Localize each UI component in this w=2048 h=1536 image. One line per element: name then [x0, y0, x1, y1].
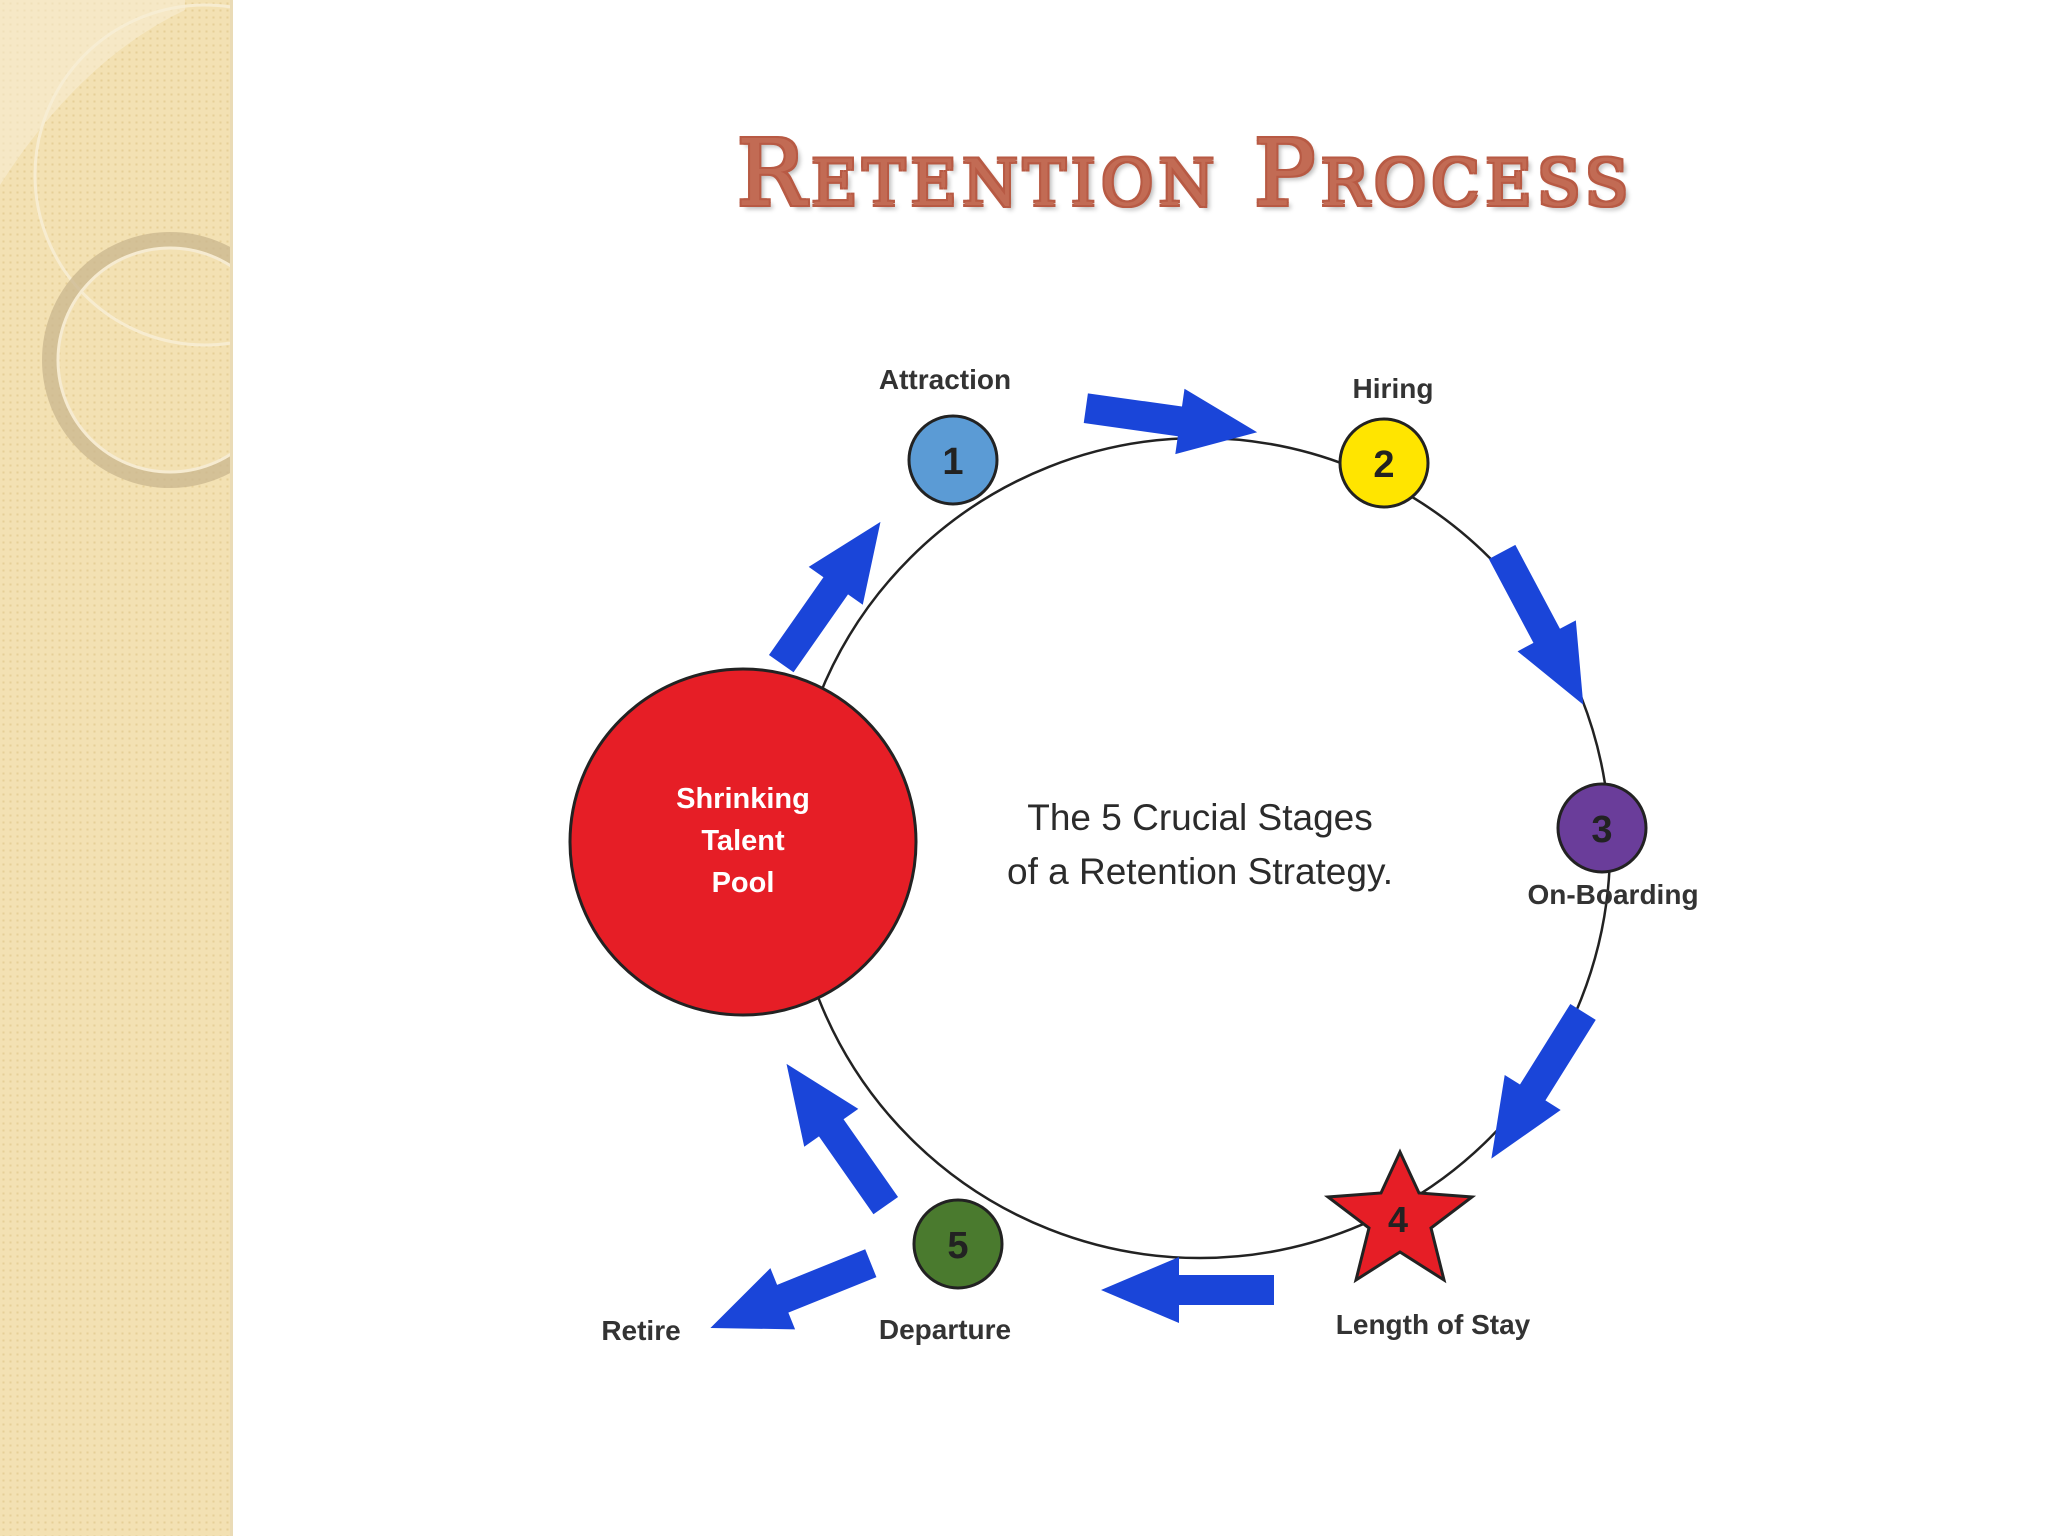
stage-5-number: 5 — [947, 1225, 968, 1267]
arrow-attraction-to-hiring — [1083, 388, 1258, 455]
stage-3: 3 On-Boarding — [1527, 782, 1699, 910]
stage-3-label: On-Boarding — [1527, 879, 1698, 910]
ring-shadow — [42, 232, 230, 488]
stage-5-label: Departure — [879, 1314, 1011, 1345]
pool-label-line-2: Talent — [701, 825, 785, 857]
stage-5-marker — [912, 1198, 1004, 1290]
talent-pool-circle — [568, 667, 918, 1017]
stage-4-number: 4 — [1388, 1199, 1408, 1240]
stage-1-marker — [907, 414, 999, 506]
ring-sheen — [0, 0, 185, 185]
talent-pool: Shrinking Talent Pool — [568, 667, 918, 1017]
stage-4: 4 Length of Stay — [1323, 1148, 1531, 1340]
stage-3-number: 3 — [1591, 809, 1612, 851]
pool-label-line-3: Pool — [712, 867, 775, 899]
center-caption-line-2: of a Retention Strategy. — [1007, 851, 1393, 892]
sidebar-decoration — [0, 0, 233, 1536]
stage-3-marker — [1556, 782, 1648, 874]
stage-1-number: 1 — [942, 441, 963, 483]
stage-2-number: 2 — [1373, 444, 1394, 486]
stage-2-label: Hiring — [1353, 373, 1434, 404]
stage-4-star-marker — [1323, 1148, 1477, 1284]
center-caption-line-1: The 5 Crucial Stages — [1027, 797, 1373, 838]
pool-label-line-1: Shrinking — [676, 783, 810, 815]
stage-5: 5 Departure — [879, 1198, 1011, 1345]
stage-1: 1 Attraction — [879, 364, 1011, 506]
arrow-pool-to-attraction — [768, 521, 881, 673]
arrow-hiring-to-onboarding — [1488, 544, 1584, 705]
slide-title: Retention Process — [736, 120, 1634, 227]
exit-label-retire: Retire — [601, 1315, 680, 1346]
ring-highlight — [56, 246, 230, 474]
arrow-stay-to-departure — [1101, 1257, 1274, 1323]
stage-4-label: Length of Stay — [1336, 1309, 1531, 1340]
stage-2: 2 Hiring — [1338, 373, 1434, 509]
decorative-rings — [0, 0, 230, 488]
stage-2-marker — [1338, 417, 1430, 509]
arrow-departure-to-retire — [710, 1249, 877, 1330]
arrow-onboarding-to-stay — [1491, 1003, 1596, 1159]
arrow-departure-to-pool — [786, 1063, 899, 1215]
ring-outline-large — [33, 3, 230, 347]
flow-arrows — [710, 388, 1596, 1330]
stage-1-label: Attraction — [879, 364, 1011, 395]
